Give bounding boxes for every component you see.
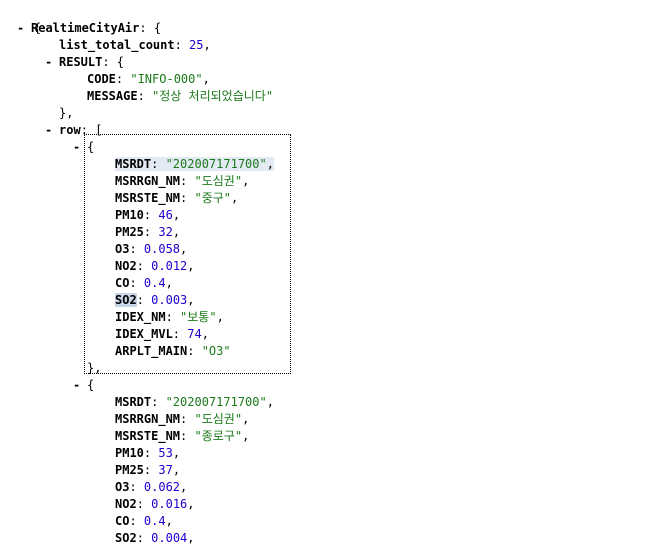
json-string: "INFO-000" bbox=[130, 72, 203, 86]
json-number: 0.016 bbox=[151, 497, 188, 511]
json-number: 74 bbox=[187, 327, 202, 341]
json-string: "202007171700" bbox=[165, 157, 267, 171]
json-key: MSRRGN_NM bbox=[115, 174, 181, 188]
json-string: "보통" bbox=[180, 310, 217, 324]
json-key: CO bbox=[115, 276, 130, 290]
json-key: O3 bbox=[115, 480, 130, 494]
json-string: "중구" bbox=[194, 191, 232, 205]
json-number: 0.4 bbox=[143, 276, 166, 290]
json-line-field: MSRRGN_NM: "도심권", bbox=[115, 174, 250, 188]
json-line-row-item-open: -{ bbox=[73, 378, 95, 392]
json-line-field: MSRSTE_NM: "중구", bbox=[115, 191, 239, 205]
json-line-field: SO2: 0.003, bbox=[115, 293, 195, 307]
json-key: row bbox=[59, 123, 81, 137]
json-number: 32 bbox=[158, 225, 173, 239]
json-line-field: MSRRGN_NM: "도심권", bbox=[115, 412, 250, 426]
json-number: 53 bbox=[158, 446, 173, 460]
json-number: 0.062 bbox=[143, 480, 181, 494]
json-number: 25 bbox=[189, 38, 204, 52]
json-line-field: NO2: 0.016, bbox=[115, 497, 195, 511]
json-line-field: IDEX_NM: "보통", bbox=[115, 310, 224, 324]
json-line-row-item-open: -{ bbox=[73, 140, 95, 154]
json-key: MSRDT bbox=[115, 395, 152, 409]
json-number: 37 bbox=[158, 463, 173, 477]
json-string: "202007171700" bbox=[165, 395, 267, 409]
json-key: PM10 bbox=[115, 208, 144, 222]
json-key: O3 bbox=[115, 242, 130, 256]
json-key: SO2 bbox=[115, 293, 137, 307]
json-line-code: CODE: "INFO-000", bbox=[87, 72, 210, 86]
json-key: PM25 bbox=[115, 225, 144, 239]
json-string: "종로구" bbox=[194, 429, 243, 443]
json-string: "도심권" bbox=[194, 412, 243, 426]
json-line-field: IDEX_MVL: 74, bbox=[115, 327, 209, 341]
json-number: 0.004 bbox=[151, 531, 188, 545]
json-line-field: PM25: 37, bbox=[115, 463, 181, 477]
json-key: list_total_count bbox=[59, 38, 175, 52]
json-key: IDEX_NM bbox=[115, 310, 166, 324]
json-key: MSRRGN_NM bbox=[115, 412, 181, 426]
collapse-toggle-row-item[interactable]: - bbox=[73, 378, 81, 392]
json-line-field: ARPLT_MAIN: "O3" bbox=[115, 344, 231, 358]
json-number: 0.012 bbox=[151, 259, 188, 273]
json-key: RealtimeCityAir bbox=[31, 21, 140, 35]
json-key: NO2 bbox=[115, 259, 137, 273]
json-string: "O3" bbox=[201, 344, 231, 358]
json-number: 0.4 bbox=[143, 514, 166, 528]
json-line-row-key: -row: [ bbox=[45, 123, 103, 137]
json-line-field: MSRSTE_NM: "종로구", bbox=[115, 429, 250, 443]
json-line-root-key: -RealtimeCityAir: { bbox=[17, 21, 162, 35]
json-string: "정상 처리되었습니다" bbox=[152, 89, 274, 103]
json-line-result-key: -RESULT: { bbox=[45, 55, 125, 69]
json-key: MSRSTE_NM bbox=[115, 191, 181, 205]
json-key: RESULT bbox=[59, 55, 103, 69]
json-line-field: CO: 0.4, bbox=[115, 276, 173, 290]
json-line-field: NO2: 0.012, bbox=[115, 259, 195, 273]
open-brace: { bbox=[33, 21, 42, 35]
json-line-field: O3: 0.058, bbox=[115, 242, 188, 256]
json-line-field: PM10: 46, bbox=[115, 208, 181, 222]
json-key: NO2 bbox=[115, 497, 137, 511]
json-key: MSRSTE_NM bbox=[115, 429, 181, 443]
json-number: 0.058 bbox=[143, 242, 181, 256]
json-key: ARPLT_MAIN bbox=[115, 344, 188, 358]
json-key: SO2 bbox=[115, 531, 137, 545]
json-line-field: MSRDT: "202007171700", bbox=[115, 157, 274, 171]
json-line-field: MSRDT: "202007171700", bbox=[115, 395, 274, 409]
json-key: PM25 bbox=[115, 463, 144, 477]
json-line-message: MESSAGE: "정상 처리되었습니다" bbox=[87, 89, 274, 103]
json-key: PM10 bbox=[115, 446, 144, 460]
json-line-list-total-count: list_total_count: 25, bbox=[59, 38, 211, 52]
json-line-field: SO2: 0.004, bbox=[115, 531, 195, 545]
json-number: 46 bbox=[158, 208, 173, 222]
json-line-row-item-close: }, bbox=[87, 361, 102, 375]
json-key: CODE bbox=[87, 72, 116, 86]
json-line-field: PM10: 53, bbox=[115, 446, 181, 460]
json-key: CO bbox=[115, 514, 130, 528]
collapse-toggle-result[interactable]: - bbox=[45, 55, 53, 69]
collapse-toggle-row-item[interactable]: - bbox=[73, 140, 81, 154]
json-number: 0.003 bbox=[151, 293, 188, 307]
json-line-field: CO: 0.4, bbox=[115, 514, 173, 528]
json-line-result-close: }, bbox=[59, 106, 74, 120]
collapse-toggle-root[interactable]: - bbox=[17, 21, 25, 35]
collapse-toggle-row[interactable]: - bbox=[45, 123, 53, 137]
json-key: IDEX_MVL bbox=[115, 327, 173, 341]
json-line-field: O3: 0.062, bbox=[115, 480, 188, 494]
json-line-field: PM25: 32, bbox=[115, 225, 181, 239]
json-string: "도심권" bbox=[194, 174, 243, 188]
json-key: MSRDT bbox=[115, 157, 152, 171]
json-line-open-brace: { bbox=[5, 3, 41, 35]
json-key: MESSAGE bbox=[87, 89, 138, 103]
